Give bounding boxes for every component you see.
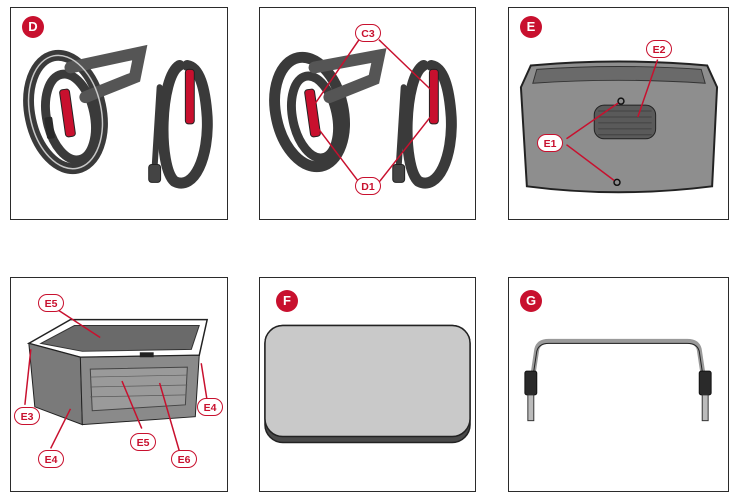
callout-e4-right: E4	[197, 398, 223, 416]
panel-e: E E2 E1	[508, 7, 729, 220]
callout-e6: E6	[171, 450, 197, 468]
cover-illustration	[519, 59, 719, 194]
callout-c3: C3	[355, 24, 381, 42]
callout-e2: E2	[646, 40, 672, 58]
callout-e5-top: E5	[38, 294, 64, 312]
panel-basket: E5 E3 E4 E5 E4 E6	[10, 277, 228, 492]
basket-illustration	[24, 307, 209, 452]
panel-d-badge: D	[22, 16, 44, 38]
callout-e5-bottom: E5	[130, 433, 156, 451]
panel-f: F	[259, 277, 476, 492]
panel-g-badge: G	[520, 290, 542, 312]
callout-e1: E1	[537, 134, 563, 152]
panel-d: D	[10, 7, 228, 220]
panel-g: G	[508, 277, 729, 492]
callout-e3: E3	[14, 407, 40, 425]
panel-e-badge: E	[520, 16, 542, 38]
mattress-pad-illustration	[264, 324, 471, 444]
straps-illustration	[23, 44, 213, 189]
callout-e4-left: E4	[38, 450, 64, 468]
panel-d-detail: C3 D1	[259, 7, 476, 220]
handle-bar-illustration	[524, 338, 712, 422]
straps-detail-illustration	[269, 39, 457, 189]
callout-d1: D1	[355, 177, 381, 195]
panel-f-badge: F	[276, 290, 298, 312]
